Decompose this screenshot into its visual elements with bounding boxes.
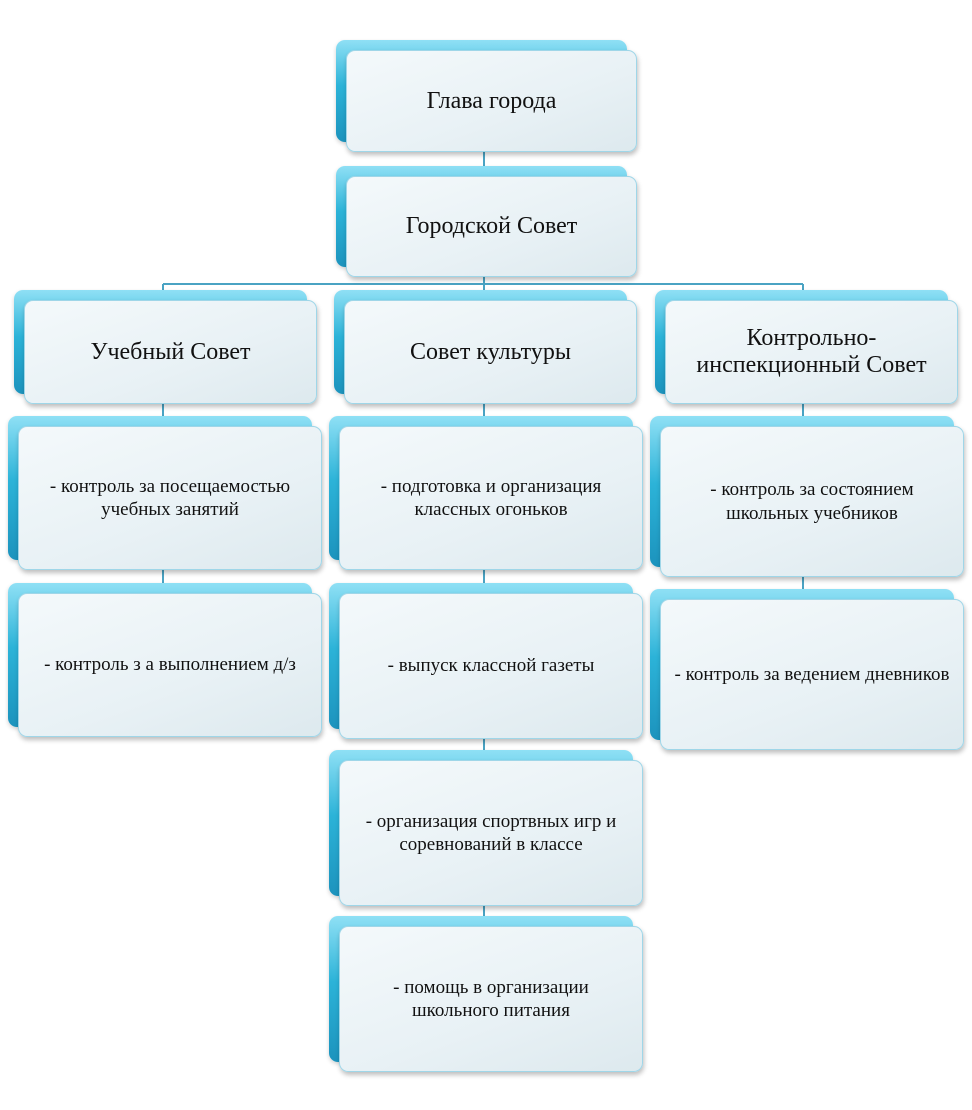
- node-branch-2-item-0-label: - контроль за состоянием школьных учебни…: [660, 426, 964, 577]
- node-branch-1-item-1-label: - выпуск классной газеты: [339, 593, 643, 739]
- node-branch-0-item-1-label: - контроль з а выполнением д/з: [18, 593, 322, 737]
- node-branch-0-item-0: - контроль за посещаемостью учебных заня…: [8, 416, 322, 570]
- node-branch-0-label: Учебный Совет: [24, 300, 317, 404]
- node-branch-0-item-0-label: - контроль за посещаемостью учебных заня…: [18, 426, 322, 570]
- node-branch-1: Совет культуры: [334, 290, 637, 404]
- node-branch-1-item-2-label: - организация спортвных игр и соревнован…: [339, 760, 643, 906]
- node-branch-0: Учебный Совет: [14, 290, 317, 404]
- node-branch-2-item-1: - контроль за ведением дневников: [650, 589, 964, 750]
- node-council-label: Городской Совет: [346, 176, 637, 277]
- node-branch-1-item-3: - помощь в организации школьного питания: [329, 916, 643, 1072]
- node-head: Глава города: [336, 40, 637, 152]
- node-branch-1-label: Совет культуры: [344, 300, 637, 404]
- node-branch-1-item-1: - выпуск классной газеты: [329, 583, 643, 739]
- node-branch-1-item-3-label: - помощь в организации школьного питания: [339, 926, 643, 1072]
- node-branch-2-item-0: - контроль за состоянием школьных учебни…: [650, 416, 964, 577]
- node-branch-1-item-0-label: - подготовка и организация классных огон…: [339, 426, 643, 570]
- node-branch-2-label: Контрольно-инспекционный Совет: [665, 300, 958, 404]
- node-branch-0-item-1: - контроль з а выполнением д/з: [8, 583, 322, 737]
- node-branch-1-item-2: - организация спортвных игр и соревнован…: [329, 750, 643, 906]
- node-branch-2: Контрольно-инспекционный Совет: [655, 290, 958, 404]
- node-branch-1-item-0: - подготовка и организация классных огон…: [329, 416, 643, 570]
- node-head-label: Глава города: [346, 50, 637, 152]
- node-council: Городской Совет: [336, 166, 637, 277]
- node-branch-2-item-1-label: - контроль за ведением дневников: [660, 599, 964, 750]
